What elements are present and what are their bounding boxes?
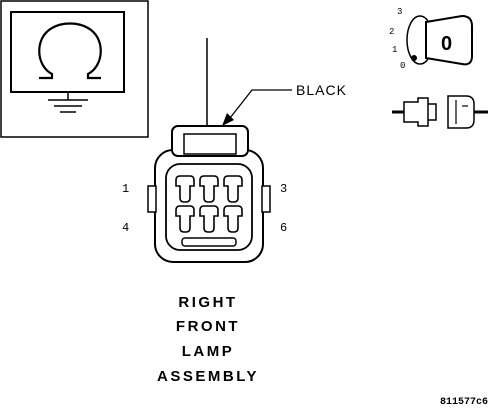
pin-label-3: 3 [280,182,287,196]
pin-label-4: 4 [122,221,129,235]
terminal-cavity-2 [199,175,219,203]
wire-color-callout: BLACK [222,82,347,126]
terminal-cavity-6 [223,205,243,233]
ignition-key-label: 0 [441,33,452,55]
title-line-4: ASSEMBLY [157,368,259,385]
terminal-cavity-3 [223,175,243,203]
terminal-cavity-4 [175,205,195,233]
ignition-key-icon: 3 2 1 0 0 [389,7,473,71]
lamp-connector [147,125,271,263]
terminal-cavity-1 [175,175,195,203]
pin-label-6: 6 [280,221,287,235]
wire-color-label: BLACK [296,82,347,98]
ohmmeter-icon: Ω [0,0,149,138]
ignition-position-2: 2 [389,27,394,37]
terminal-cavity-5 [199,205,219,233]
ignition-position-1: 1 [392,45,397,55]
ground-symbol-icon [48,92,88,113]
ignition-position-0: 0 [400,61,405,71]
title-line-2: FRONT [176,318,240,335]
title-line-1: RIGHT [178,294,237,311]
figure-code: 811577c6 [440,397,488,408]
pin-label-1: 1 [122,182,129,196]
ignition-position-3: 3 [397,7,402,17]
connector-disconnected-icon [392,95,488,129]
title-line-3: LAMP [182,343,235,360]
